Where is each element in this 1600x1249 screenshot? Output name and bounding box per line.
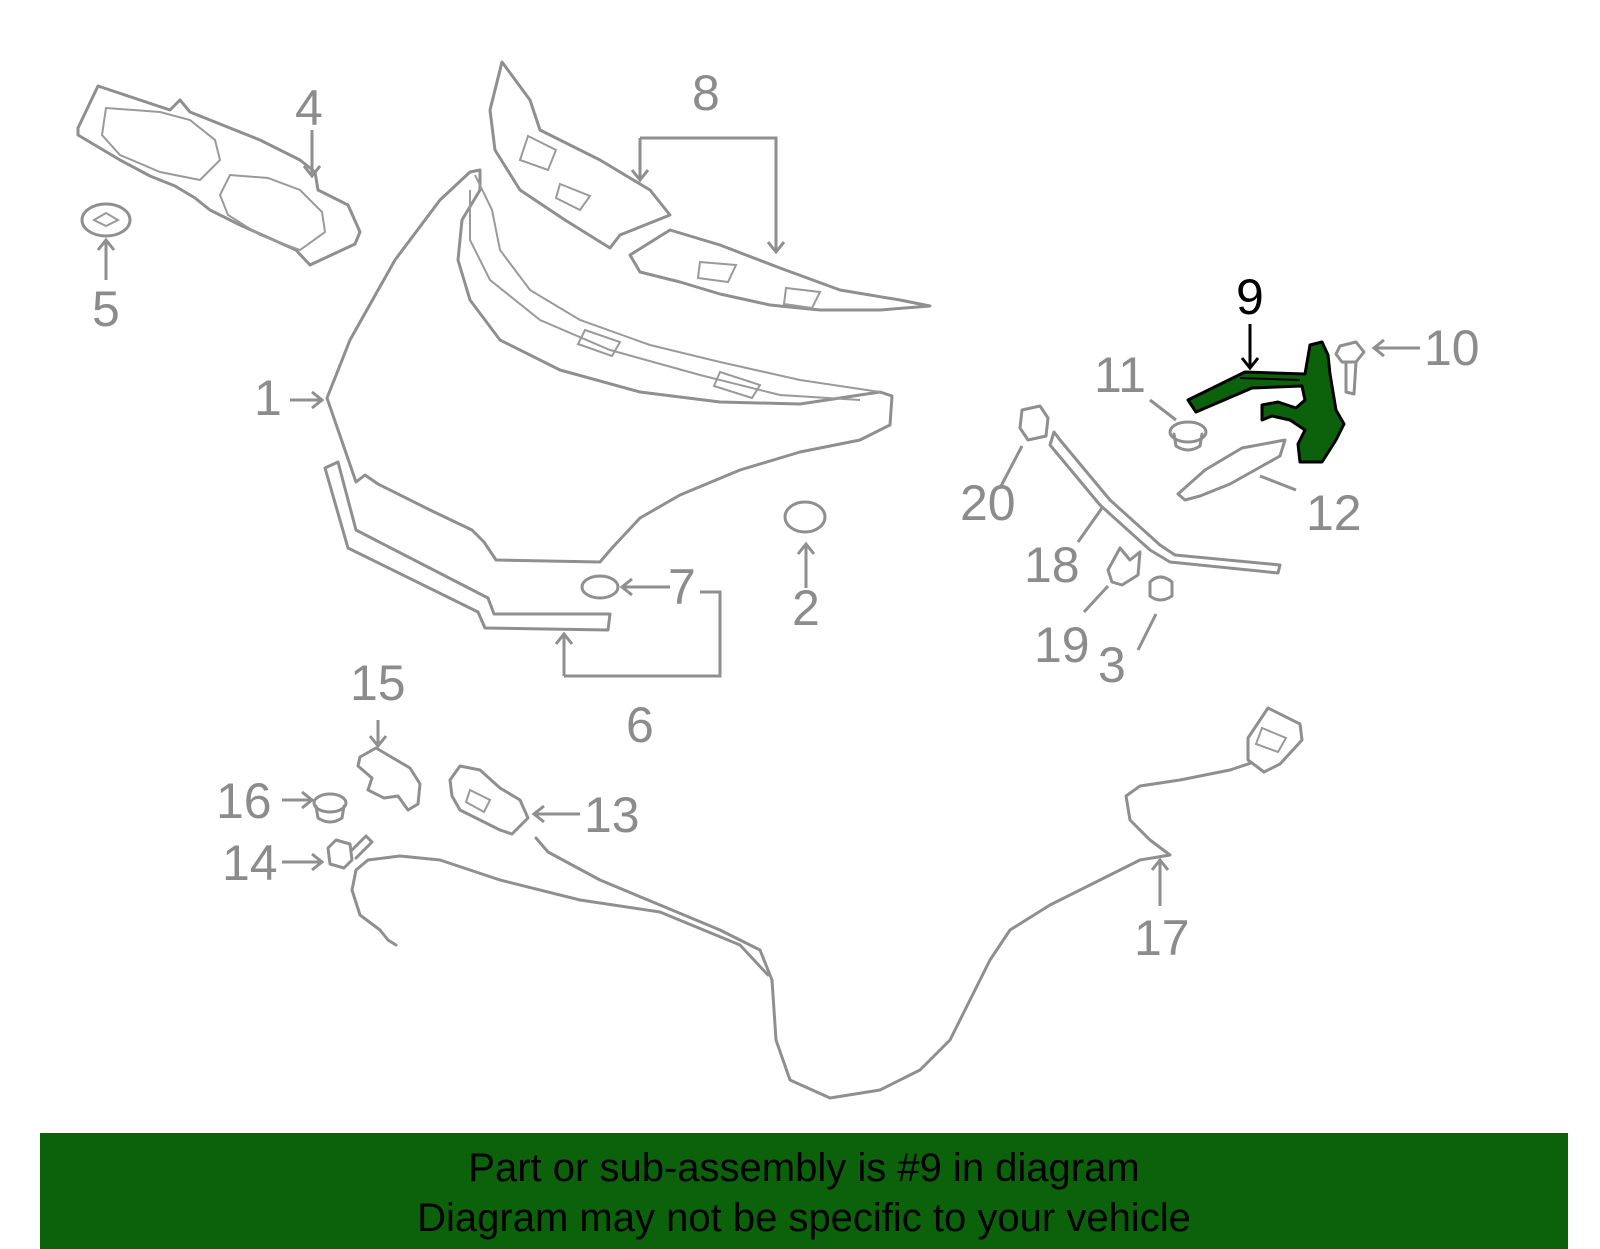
callout-9-highlighted: 9 (1236, 269, 1264, 325)
callout-8: 8 (692, 65, 720, 121)
part-10-bolt[interactable] (1334, 340, 1366, 396)
callout-4: 4 (295, 80, 323, 136)
leader-lines (96, 130, 1420, 906)
part-20-bumper[interactable] (1018, 404, 1050, 442)
part-6-weatherstrip[interactable] (323, 460, 612, 632)
banner-line-2: Diagram may not be specific to your vehi… (417, 1196, 1191, 1240)
part-11-nut[interactable] (1168, 420, 1208, 452)
part-14-bolt[interactable] (326, 834, 374, 870)
callout-13: 13 (584, 787, 640, 843)
callout-3: 3 (1098, 637, 1126, 693)
part-8-seal-strips[interactable] (488, 60, 932, 312)
callout-14: 14 (222, 835, 278, 891)
callout-2: 2 (792, 580, 820, 636)
callout-19: 19 (1034, 617, 1090, 673)
callout-17: 17 (1134, 910, 1190, 966)
part-15-latch-bracket[interactable] (356, 746, 422, 812)
banner-line-1: Part or sub-assembly is #9 in diagram (468, 1146, 1140, 1190)
callout-6: 6 (626, 697, 654, 753)
part-19-clip[interactable] (1106, 546, 1142, 587)
part-13-hood-latch[interactable] (448, 764, 530, 836)
callout-10: 10 (1424, 320, 1480, 376)
callout-11: 11 (1094, 347, 1146, 403)
callout-16: 16 (216, 773, 272, 829)
part-4-hood-insulator[interactable] (76, 84, 362, 267)
part-17-release-cable[interactable] (350, 706, 1304, 1100)
callout-12: 12 (1306, 485, 1362, 541)
callout-18: 18 (1024, 537, 1080, 593)
callout-7: 7 (668, 559, 696, 615)
callout-1: 1 (254, 370, 282, 426)
part-3-bumper[interactable] (1148, 575, 1174, 602)
part-2-plug[interactable] (783, 500, 827, 534)
callout-5: 5 (92, 281, 120, 337)
part-16-nut[interactable] (312, 792, 348, 824)
part-7-bumper[interactable] (580, 574, 620, 600)
callout-20: 20 (960, 475, 1016, 531)
part-9-hood-hinge[interactable] (1186, 340, 1346, 464)
part-5-plug[interactable] (80, 202, 132, 238)
part-12-reinforcement[interactable] (1176, 438, 1287, 502)
callout-15: 15 (350, 655, 406, 711)
part-1-hood[interactable] (325, 168, 894, 564)
info-banner: Part or sub-assembly is #9 in diagram Di… (40, 1133, 1568, 1249)
part-18-support-rod[interactable] (1048, 430, 1282, 575)
